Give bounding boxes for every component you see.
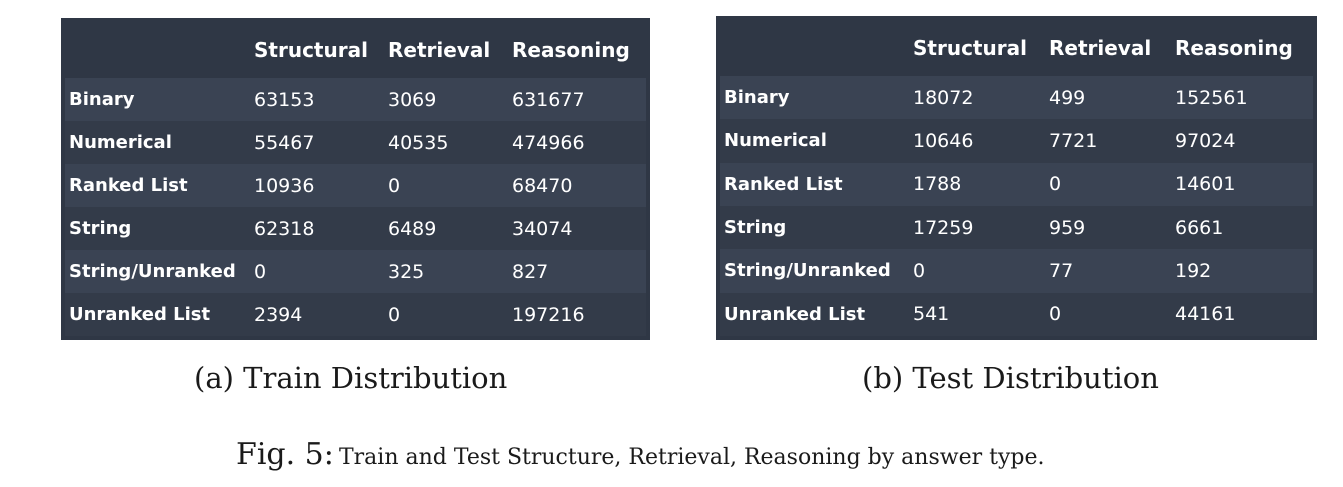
table-row: Ranked List 10936 0 68470 bbox=[65, 164, 646, 207]
table-cell: 34074 bbox=[508, 207, 646, 250]
table-cell: 14601 bbox=[1171, 162, 1313, 206]
row-label: String/Unranked bbox=[65, 250, 250, 293]
figure-label: Fig. 5: bbox=[236, 437, 334, 472]
table-cell: 197216 bbox=[508, 293, 646, 336]
table-cell: 152561 bbox=[1171, 76, 1313, 120]
train-distribution-table-panel: Structural Retrieval Reasoning Binary 63… bbox=[61, 18, 650, 340]
table-cell: 10936 bbox=[250, 164, 384, 207]
column-header: Reasoning bbox=[508, 22, 646, 78]
table-cell: 44161 bbox=[1171, 292, 1313, 336]
column-header: Retrieval bbox=[384, 22, 508, 78]
table-cell: 959 bbox=[1045, 205, 1171, 250]
table-cell: 7721 bbox=[1045, 119, 1171, 163]
row-label: Unranked List bbox=[65, 293, 250, 336]
column-header: Structural bbox=[909, 20, 1045, 76]
table-cell: 55467 bbox=[250, 121, 384, 164]
column-header: Structural bbox=[250, 22, 384, 78]
table-cell: 541 bbox=[909, 292, 1045, 336]
test-distribution-caption: (b) Test Distribution bbox=[862, 361, 1159, 395]
table-cell: 63153 bbox=[250, 78, 384, 121]
table-cell: 827 bbox=[508, 250, 646, 293]
test-distribution-table: Structural Retrieval Reasoning Binary 18… bbox=[720, 20, 1313, 336]
table-row: String/Unranked 0 325 827 bbox=[65, 250, 646, 293]
row-label: Numerical bbox=[65, 121, 250, 164]
table-cell: 192 bbox=[1171, 249, 1313, 293]
table-cell: 40535 bbox=[384, 121, 508, 164]
row-label: Ranked List bbox=[720, 162, 909, 206]
table-cell: 631677 bbox=[508, 78, 646, 121]
test-distribution-table-panel: Structural Retrieval Reasoning Binary 18… bbox=[716, 16, 1317, 340]
table-row: Numerical 55467 40535 474966 bbox=[65, 121, 646, 164]
table-row: String 62318 6489 34074 bbox=[65, 207, 646, 250]
table-cell: 62318 bbox=[250, 207, 384, 250]
table-cell: 10646 bbox=[909, 119, 1045, 163]
table-cell: 0 bbox=[1045, 292, 1171, 336]
train-distribution-table: Structural Retrieval Reasoning Binary 63… bbox=[65, 22, 646, 336]
table-row: Unranked List 541 0 44161 bbox=[720, 292, 1313, 336]
table-cell: 18072 bbox=[909, 76, 1045, 120]
column-header bbox=[65, 22, 250, 78]
table-row: String 17259 959 6661 bbox=[720, 205, 1313, 250]
train-distribution-caption: (a) Train Distribution bbox=[194, 361, 508, 395]
row-label: String bbox=[65, 207, 250, 250]
table-cell: 17259 bbox=[909, 205, 1045, 250]
row-label: String/Unranked bbox=[720, 249, 909, 293]
row-label: String bbox=[720, 205, 909, 250]
table-cell: 474966 bbox=[508, 121, 646, 164]
table-cell: 68470 bbox=[508, 164, 646, 207]
table-cell: 2394 bbox=[250, 293, 384, 336]
table-row: String/Unranked 0 77 192 bbox=[720, 249, 1313, 293]
table-row: Binary 18072 499 152561 bbox=[720, 76, 1313, 120]
column-header: Reasoning bbox=[1171, 20, 1313, 76]
figure-caption: Fig. 5: Train and Test Structure, Retrie… bbox=[236, 437, 1044, 472]
table-row: Unranked List 2394 0 197216 bbox=[65, 293, 646, 336]
table-header-row: Structural Retrieval Reasoning bbox=[65, 22, 646, 78]
table-cell: 499 bbox=[1045, 76, 1171, 120]
table-cell: 0 bbox=[909, 249, 1045, 293]
table-cell: 0 bbox=[1045, 162, 1171, 206]
row-label: Binary bbox=[720, 76, 909, 120]
table-cell: 0 bbox=[384, 164, 508, 207]
table-header-row: Structural Retrieval Reasoning bbox=[720, 20, 1313, 76]
column-header: Retrieval bbox=[1045, 20, 1171, 76]
table-cell: 3069 bbox=[384, 78, 508, 121]
table-row: Ranked List 1788 0 14601 bbox=[720, 162, 1313, 206]
table-cell: 0 bbox=[250, 250, 384, 293]
row-label: Unranked List bbox=[720, 292, 909, 336]
table-cell: 325 bbox=[384, 250, 508, 293]
table-cell: 77 bbox=[1045, 249, 1171, 293]
table-cell: 0 bbox=[384, 293, 508, 336]
table-row: Binary 63153 3069 631677 bbox=[65, 78, 646, 121]
table-cell: 97024 bbox=[1171, 119, 1313, 163]
table-cell: 6661 bbox=[1171, 205, 1313, 250]
table-cell: 1788 bbox=[909, 162, 1045, 206]
row-label: Binary bbox=[65, 78, 250, 121]
table-row: Numerical 10646 7721 97024 bbox=[720, 119, 1313, 163]
column-header bbox=[720, 20, 909, 76]
table-cell: 6489 bbox=[384, 207, 508, 250]
row-label: Ranked List bbox=[65, 164, 250, 207]
figure-caption-text: Train and Test Structure, Retrieval, Rea… bbox=[338, 445, 1045, 470]
row-label: Numerical bbox=[720, 119, 909, 163]
